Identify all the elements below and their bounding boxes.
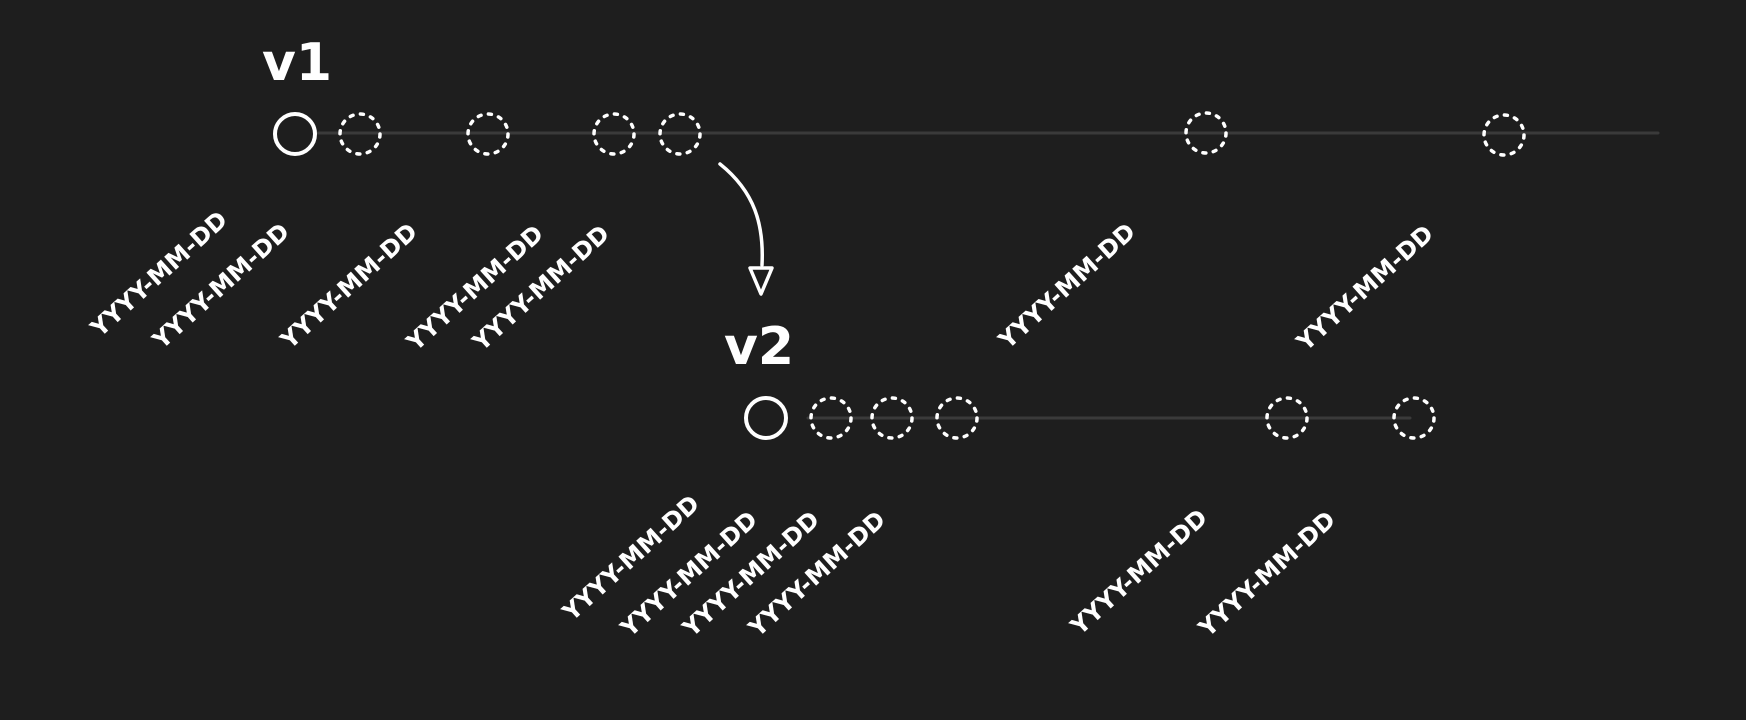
date-node-v2-3: [935, 396, 979, 440]
date-label-v1-5: YYYY-MM-DD: [993, 218, 1141, 356]
date-node-v2-2: [870, 396, 914, 440]
date-label-v2-5: YYYY-MM-DD: [1193, 506, 1341, 644]
date-label-v1-6: YYYY-MM-DD: [1291, 220, 1439, 358]
timeline-v1: v1 YYYY-MM-DD YYYY-MM-DD YYYY-MM-DD YYYY…: [85, 33, 1660, 358]
date-node-v1-3: [592, 112, 636, 156]
branch-arrow: [718, 162, 774, 296]
date-node-v2-1: [809, 396, 853, 440]
date-node-v1-6: [1482, 113, 1526, 157]
version-label-v2: v2: [724, 317, 794, 377]
date-label-v2-4: YYYY-MM-DD: [1065, 504, 1213, 642]
release-node-v2: [744, 396, 788, 440]
date-node-v2-5: [1392, 396, 1436, 440]
date-node-v1-5: [1184, 111, 1228, 155]
date-node-v1-4: [658, 112, 702, 156]
date-node-v2-4: [1265, 396, 1309, 440]
date-node-v1-1: [338, 112, 382, 156]
release-node-v1: [273, 112, 317, 156]
version-label-v1: v1: [262, 33, 332, 93]
date-node-v1-2: [466, 112, 510, 156]
timeline-v2: v2 YYYY-MM-DD YYYY-MM-DD YYYY-MM-DD YYYY…: [557, 317, 1436, 644]
date-label-v1-2: YYYY-MM-DD: [275, 218, 423, 356]
date-label-v1-1: YYYY-MM-DD: [147, 218, 295, 356]
